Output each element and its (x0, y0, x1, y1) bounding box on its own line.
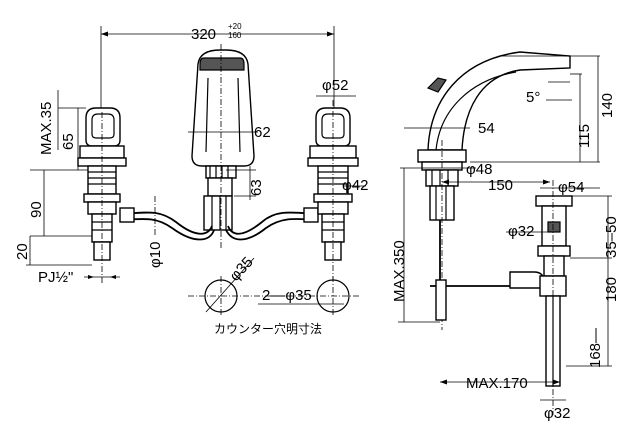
front-view: 320 +20 160 MAX.35 65 90 (14, 22, 368, 286)
dim-spout-height-2: 140 (599, 93, 616, 118)
dim-reach: 150 (488, 177, 513, 194)
dim-thread-height: 90 (28, 201, 45, 218)
dim-spout-height-1: 115 (576, 124, 593, 148)
dim-spacing-plus: +20 (228, 22, 242, 31)
dim-spacing-minus: 160 (228, 31, 242, 40)
dim-drain-range-a: 35–50 (603, 216, 620, 258)
dim-drain-range-c: 168— (587, 328, 604, 368)
dim-handle-shank-dia: φ42 (342, 177, 368, 194)
dim-trap-max: MAX.170 (466, 375, 528, 392)
dim-tail-dia: φ32 (544, 405, 570, 422)
dim-spacing-320: 320 (191, 26, 216, 43)
dim-handle-height: 65 (60, 133, 77, 150)
dim-side-holes: 2—φ35 (262, 287, 312, 304)
dim-spout-shank: 63 (248, 179, 265, 196)
drain-assembly (509, 180, 573, 415)
dim-spout-base: 54 (478, 120, 495, 137)
dim-rod-max: MAX.350 (391, 240, 408, 302)
counter-holes: φ35 2—φ35 カウンター穴明寸法 (188, 254, 360, 336)
dim-supply-tube: φ10 (147, 242, 164, 268)
dim-inlet-height: 20 (14, 243, 31, 260)
dim-base-dia: φ48 (466, 161, 492, 178)
left-handle (77, 107, 127, 285)
right-handle (307, 100, 359, 280)
dim-center-hole: φ35 (226, 254, 256, 285)
dim-spout-width: 62 (254, 124, 271, 141)
dim-inlet-thread: PJ½" (38, 269, 73, 286)
dim-handle-base-dia: φ52 (322, 77, 348, 94)
dim-drain-tail: φ32 (508, 223, 534, 240)
dim-spout-angle: 5° (526, 89, 540, 106)
center-spout (191, 44, 255, 250)
counter-hole-caption: カウンター穴明寸法 (214, 321, 322, 336)
dim-drain-range-b: 180 (603, 277, 620, 302)
dim-drain-top: φ54 (558, 179, 584, 196)
dim-handle-max-height: MAX.35 (38, 102, 55, 155)
side-view: 115 140 5° 54 φ48 MAX.350 150 (391, 51, 620, 422)
supply-hoses (119, 196, 319, 241)
